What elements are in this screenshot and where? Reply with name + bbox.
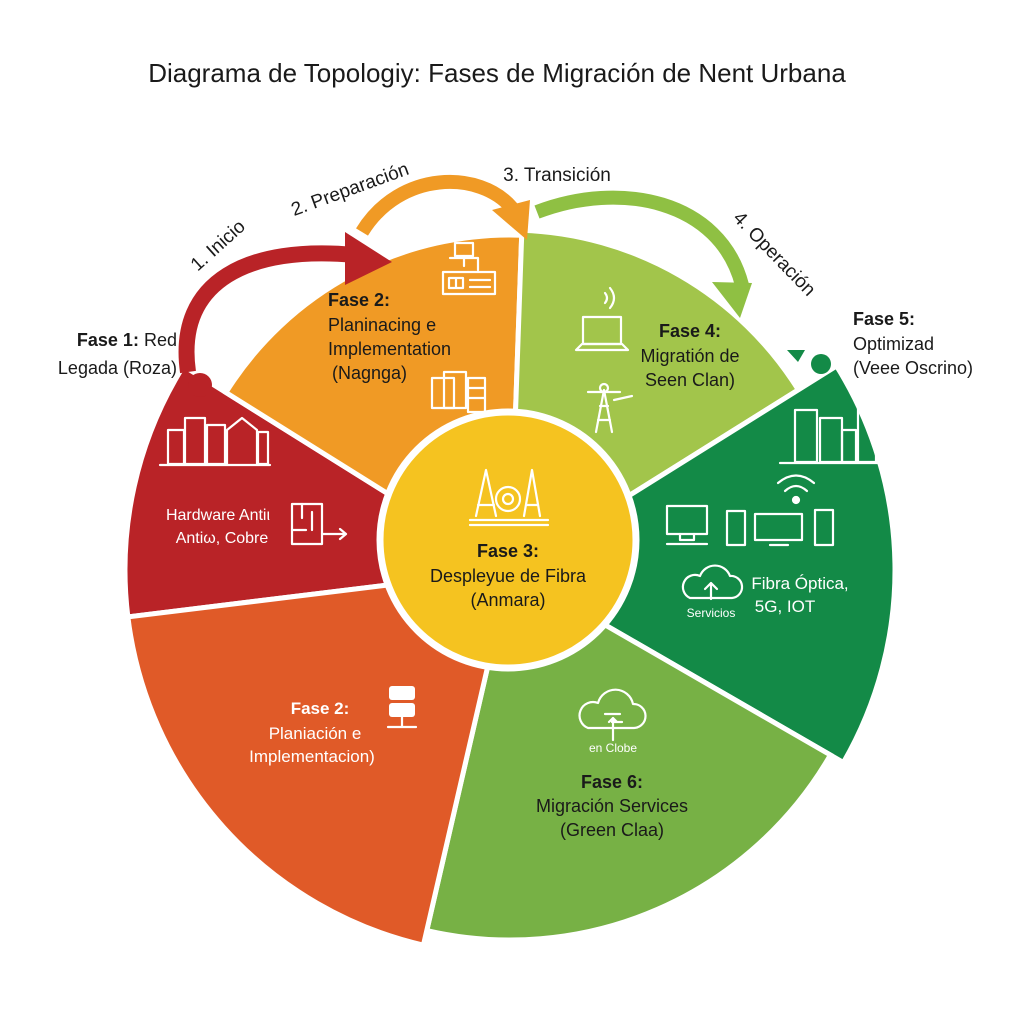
- arrow-operacion-head: [712, 282, 752, 318]
- center-phase-circle: [376, 408, 640, 672]
- arrow-preparacion: [356, 175, 518, 236]
- fase6-line1: Migración Services: [536, 796, 688, 816]
- fase3-label: Fase 3: Despleyue de Fibra (Anmara): [430, 541, 587, 610]
- cloud-upload-icon: [681, 564, 744, 601]
- step-transicion: 3. Transición: [503, 165, 611, 186]
- arrow-preparacion-head: [492, 200, 530, 240]
- fase6-label: en Clobe Fase 6: Migración Services (Gre…: [536, 741, 688, 840]
- network-device-icon: [441, 241, 497, 296]
- fase3-line2: (Anmara): [470, 590, 545, 610]
- fase2-low-label: Fase 2: Planiación e Implementacion): [249, 699, 375, 766]
- fase3-title: Fase 3:: [477, 541, 539, 561]
- hardware-line1: Hardware Antiι: [166, 507, 270, 524]
- hardware-line2: Antiω, Cobre: [176, 530, 269, 547]
- fase4-label: Fase 4: Migratión de Seen Clan): [640, 321, 739, 390]
- arrow-operacion: [534, 190, 749, 287]
- segment-orange-red: [125, 567, 514, 949]
- devices-icon: [665, 504, 835, 547]
- wifi-icon: [776, 474, 816, 505]
- fase2-top-label: Fase 2: Planinacing e Implementation (Na…: [328, 290, 451, 383]
- arrow-inicio-head: [345, 232, 392, 285]
- antenna-tower-icon: [586, 382, 634, 434]
- step-preparacion: 2. Preparación: [288, 159, 411, 221]
- fase4-title: Fase 4:: [659, 321, 721, 341]
- hardware-label: Hardware Antiι Antiω, Cobre: [166, 507, 270, 547]
- fase5-shape: [787, 350, 805, 362]
- fase2-top-line1: Planinacing e: [328, 315, 436, 335]
- fase2-low-title: Fase 2:: [291, 699, 350, 718]
- dark-green-label: Fibra Óptica, 5G, IOT Servicios: [687, 574, 849, 620]
- diagram-title: Diagrama de Topologiy: Fases de Migració…: [148, 58, 846, 88]
- fase1-label: Fase 1: Red Legada (Roza): [58, 330, 177, 378]
- dark-green-line2: 5G, IOT: [755, 597, 815, 616]
- fase1-line2: Legada (Roza): [58, 358, 177, 378]
- fase1-title: Fase 1:: [77, 330, 139, 350]
- buildings-icon: [158, 416, 272, 467]
- fase4-line2: Seen Clan): [645, 370, 735, 390]
- segment-dark-green: [505, 362, 898, 766]
- fase2-low-line1: Planiación e: [269, 724, 362, 743]
- fiber-towers-icon: [468, 468, 550, 527]
- fase5-title: Fase 5:: [853, 309, 915, 329]
- fase5-label: Fase 5: Optimizad (Veee Oscrino): [853, 309, 973, 378]
- arrow-inicio: [178, 245, 356, 374]
- start-dot: [188, 373, 212, 397]
- fase1-line1: Red: [144, 330, 177, 350]
- fase3-line1: Despleyue de Fibra: [430, 566, 587, 586]
- server-icon: [386, 686, 418, 729]
- cloud-sync-icon: [578, 688, 647, 742]
- fase4-line1: Migratión de: [640, 346, 739, 366]
- en-clobe-label: en Clobe: [589, 741, 637, 755]
- fase2-top-line3: (Nagnga): [332, 363, 407, 383]
- fase2-low-line2: Implementacion): [249, 747, 375, 766]
- step-arrows: [178, 175, 831, 397]
- fase2-top-title: Fase 2:: [328, 290, 390, 310]
- city-icon: [778, 400, 882, 465]
- fase5-dot: [811, 354, 831, 374]
- fase6-title: Fase 6:: [581, 772, 643, 792]
- documents-database-icon: [430, 370, 487, 414]
- laptop-wifi-icon: [574, 286, 630, 352]
- servicios-label: Servicios: [687, 606, 736, 620]
- fase6-line2: (Green Claa): [560, 820, 664, 840]
- svg-text:Fase 1: Red: Fase 1: Red: [77, 330, 177, 350]
- fase2-top-line2: Implementation: [328, 339, 451, 359]
- fase5-line2: (Veee Oscrino): [853, 358, 973, 378]
- fase5-line1: Optimizad: [853, 334, 934, 354]
- floorplan-icon: [290, 502, 348, 546]
- dark-green-line1: Fibra Óptica,: [751, 574, 848, 593]
